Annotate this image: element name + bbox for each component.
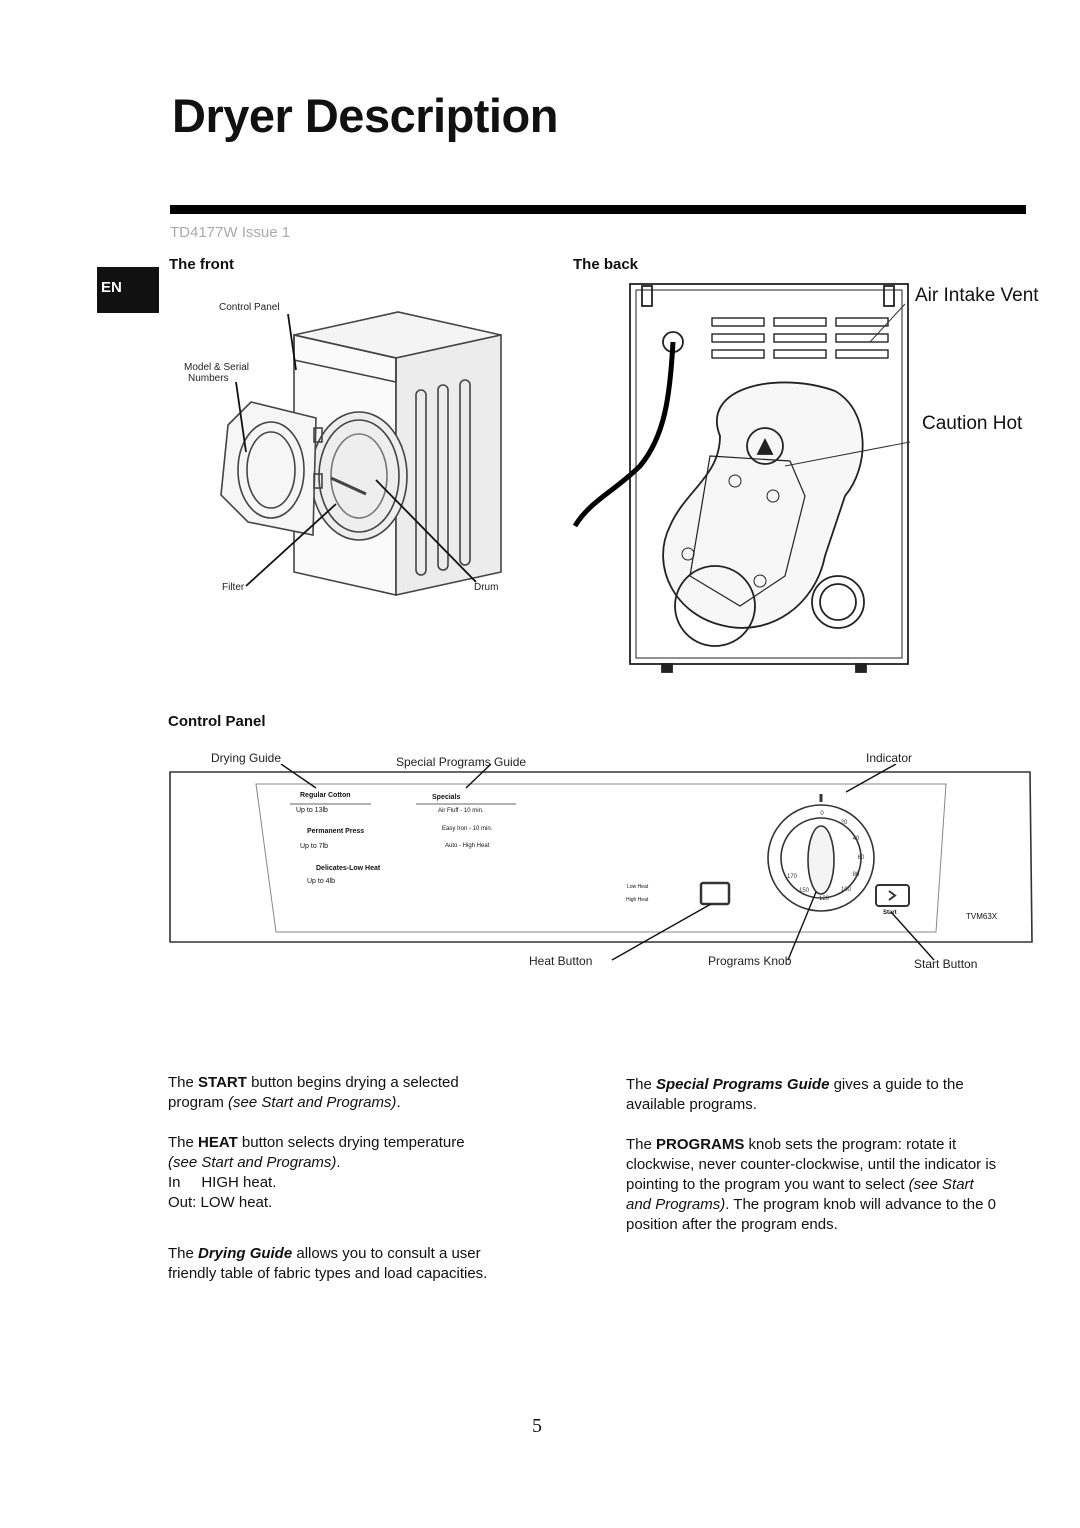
callout-indicator: Indicator [866,751,913,765]
control-panel-heading: Control Panel [168,713,266,730]
programs-description: The PROGRAMS knob sets the program: rota… [626,1136,997,1233]
model-label: TVM63X [966,912,998,921]
label-model-serial: Model & Serial [184,362,250,373]
start-small-label: Start [883,910,897,916]
svg-text:170: 170 [787,874,798,880]
svg-text:60: 60 [858,855,865,861]
label-control-panel: Control Panel [219,302,280,313]
svg-text:40: 40 [853,836,860,842]
language-tab: EN [97,267,159,313]
page-title: Dryer Description [172,89,558,142]
special-air-fluff: Air Fluff - 10 min. [438,808,484,814]
guide-delicates-load: Up to 4lb [307,878,336,885]
low-heat-label: Low Heat [627,884,649,890]
label-air-intake-vent: Air Intake Vent [915,285,1039,306]
svg-text:20: 20 [841,820,848,826]
document-id: TD4177W Issue 1 [170,224,291,241]
guide-delicates: Delicates-Low Heat [316,865,381,872]
specials-title: Specials [432,794,461,801]
heat-description: The HEAT button selects drying temperatu… [168,1134,465,1211]
control-panel-illustration: 0 20 40 60 80 100 120 150 170 [169,764,1033,961]
callout-drying-guide: Drying Guide [211,751,282,765]
title-rule [170,205,1026,214]
drying-guide-description: The Drying Guide allows you to consult a… [168,1245,488,1282]
dryer-front-illustration [220,311,502,597]
special-easy-iron: Easy Iron - 10 min. [442,826,493,832]
dryer-back-illustration [572,283,910,673]
guide-regular-cotton-load: Up to 13lb [296,807,328,814]
guide-permanent-press: Permanent Press [307,828,365,835]
start-description: The START button begins drying a selecte… [168,1074,459,1111]
callout-special-programs-guide: Special Programs Guide [396,755,527,769]
svg-text:150: 150 [799,888,810,894]
page-number: 5 [532,1415,542,1437]
callout-start-button: Start Button [914,957,978,971]
callout-heat-button: Heat Button [529,954,593,968]
label-filter: Filter [222,582,245,593]
guide-permanent-press-load: Up to 7lb [300,843,329,850]
special-programs-description: The Special Programs Guide gives a guide… [626,1076,964,1113]
callout-programs-knob: Programs Knob [708,954,792,968]
high-heat-label: High Heat [626,897,649,903]
label-caution-hot: Caution Hot [922,413,1023,434]
svg-text:100: 100 [841,887,852,893]
svg-text:80: 80 [853,872,860,878]
svg-text:0: 0 [820,811,824,817]
guide-regular-cotton: Regular Cotton [300,792,351,799]
back-heading: The back [573,256,639,273]
label-drum: Drum [474,582,499,593]
front-heading: The front [169,256,234,273]
label-model-serial-numbers: Numbers [188,373,229,384]
special-auto-high-heat: Auto - High Heat [445,843,490,849]
svg-text:120: 120 [819,896,830,902]
